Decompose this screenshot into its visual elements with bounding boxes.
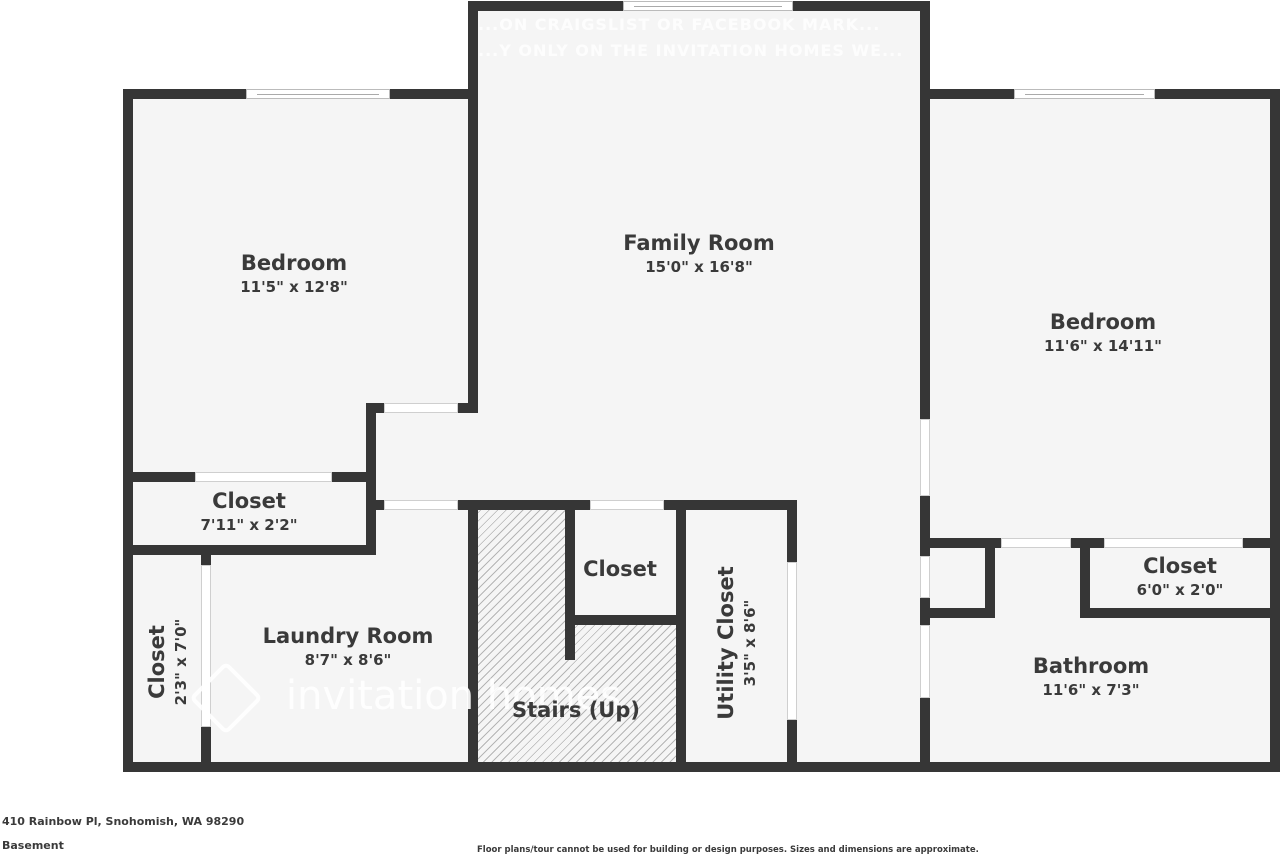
room-label-closet-vertical: Closet 2'3" x 7'0" xyxy=(145,618,190,706)
wall-left-outer xyxy=(123,89,133,772)
wall-vcloset-stub-top xyxy=(201,550,211,565)
room-label-bathroom: Bathroom 11'6" x 7'3" xyxy=(1032,654,1150,699)
room-label-closet-horizontal: Closet 7'11" x 2'2" xyxy=(200,489,298,534)
wall-closet-bottom xyxy=(123,545,376,555)
wall-family-left-upper xyxy=(468,1,478,413)
window-family-top xyxy=(623,1,793,11)
floor-bedroom-right xyxy=(925,94,1275,766)
wall-utility-right-bottom xyxy=(787,720,797,770)
doorway-left-bedroom xyxy=(384,403,458,413)
room-label-right-closet: Closet 6'0" x 2'0" xyxy=(1136,554,1224,599)
invitation-homes-logo-icon xyxy=(189,661,263,735)
wall-bath-top-right xyxy=(1243,538,1280,548)
wall-right-closet-left xyxy=(1080,538,1090,618)
wall-bottom xyxy=(123,762,1280,772)
watermark-logo: invitation homes xyxy=(189,661,621,735)
wall-stairs-inner xyxy=(565,500,575,660)
wall-notch-vertical xyxy=(366,403,376,555)
doorway-center-closet xyxy=(590,500,664,510)
wall-divider-right-2 xyxy=(920,496,930,556)
wall-notch-top-left xyxy=(366,403,384,413)
window-right-bedroom xyxy=(1014,89,1155,99)
wall-bedroom-closet-left xyxy=(123,472,198,482)
doorway-utility xyxy=(787,562,797,720)
window-left-bedroom xyxy=(246,89,390,99)
doorway-bath-top xyxy=(1001,538,1071,548)
wall-right-outer xyxy=(1270,89,1280,772)
wall-stairs-top xyxy=(468,500,590,510)
floor-level: Basement xyxy=(2,839,64,852)
wall-vcloset-stub-bottom xyxy=(201,727,211,767)
stairs-hatch xyxy=(478,505,570,765)
room-label-utility-closet: Utility Closet 3'5" x 8'6" xyxy=(714,566,759,720)
room-label-bedroom-left: Bedroom 11'5" x 12'8" xyxy=(240,251,348,296)
wall-utility-top xyxy=(664,500,797,510)
wall-bath-top-left xyxy=(920,538,1001,548)
wall-family-right-top xyxy=(920,1,930,99)
room-label-center-closet: Closet xyxy=(583,557,657,581)
doorway-right-closet xyxy=(1104,538,1243,548)
wall-right-closet-bottom xyxy=(1080,608,1280,618)
wall-divider-right-4 xyxy=(920,698,930,768)
doorway-laundry xyxy=(384,500,458,510)
property-address: 410 Rainbow Pl, Snohomish, WA 98290 xyxy=(2,815,245,828)
wall-divider-right-1 xyxy=(920,89,930,419)
doorway-right-bedroom xyxy=(920,419,930,496)
wall-center-closet-bottom xyxy=(565,615,682,625)
room-label-family-room: Family Room 15'0" x 16'8" xyxy=(623,231,775,276)
floor-bedroom-left xyxy=(128,94,473,766)
wall-laundry-top-left xyxy=(366,500,384,510)
doorway-small-closet xyxy=(920,556,930,598)
watermark-text: ...ON CRAIGSLIST OR FACEBOOK MARK... ...… xyxy=(478,15,904,60)
doorway-bathroom xyxy=(920,625,930,698)
room-label-bedroom-right: Bedroom 11'6" x 14'11" xyxy=(1044,310,1162,355)
wall-bedroom-closet-right xyxy=(332,472,376,482)
stairs-hatch-lower xyxy=(570,625,677,765)
room-label-stairs: Stairs (Up) xyxy=(512,698,640,722)
room-label-laundry-room: Laundry Room 8'7" x 8'6" xyxy=(262,624,434,669)
wall-utility-right-top xyxy=(787,500,797,562)
wall-small-closet-bottom xyxy=(920,608,995,618)
wall-small-closet-right xyxy=(985,538,995,618)
wall-notch-top-right xyxy=(458,403,478,413)
doorway-closet-top xyxy=(195,472,332,482)
wall-utility-left xyxy=(676,500,686,770)
doorway-vcloset xyxy=(201,565,211,727)
disclaimer: Floor plans/tour cannot be used for buil… xyxy=(477,845,979,855)
wall-laundry-right xyxy=(468,500,478,770)
